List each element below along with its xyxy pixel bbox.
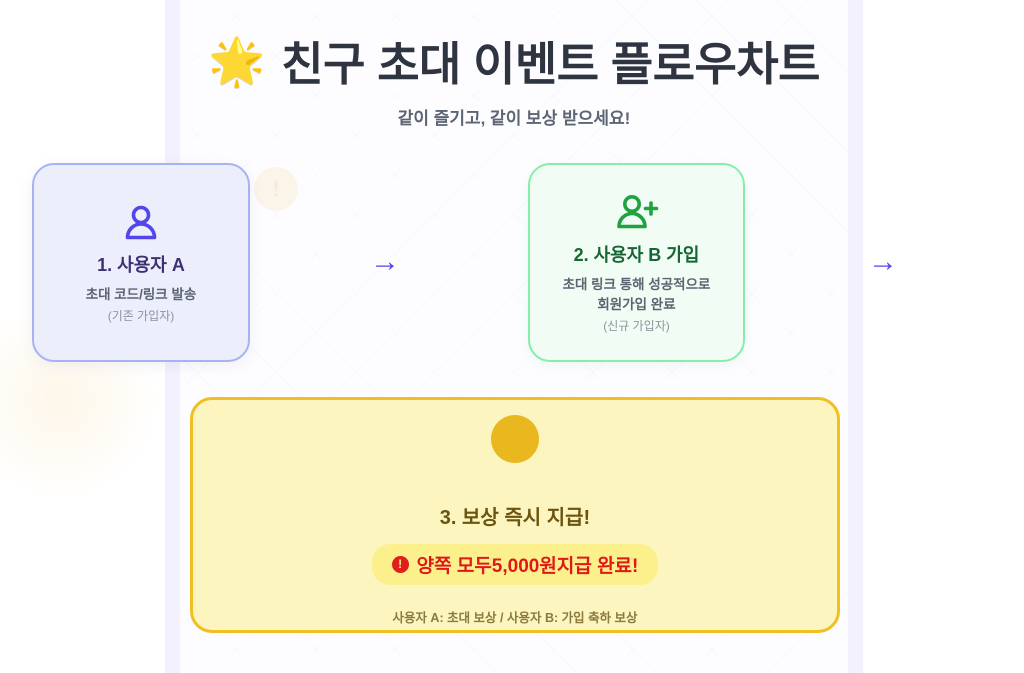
step-card-user-a[interactable]: 1. 사용자 A 초대 코드/링크 발송 (기존 가입자): [32, 163, 250, 362]
page-subtitle: 같이 즐기고, 같이 보상 받으세요!: [397, 109, 631, 128]
glowing-star-emoji: 🌟: [208, 35, 266, 87]
step-card-description: 초대 링크 통해 성공적으로 회원가입 완료: [563, 275, 711, 314]
reward-badge-text: 양쪽 모두5,000원지급 완료!: [416, 556, 639, 577]
user-plus-icon: [613, 191, 661, 235]
step-card-description-line-1: 초대 링크 통해 성공적으로: [562, 276, 711, 292]
user-icon: [119, 201, 163, 245]
page-title: 친구 초대 이벤트 플로우차트: [281, 38, 820, 90]
step-card-user-b[interactable]: 2. 사용자 B 가입 초대 링크 통해 성공적으로 회원가입 완료 (신규 가…: [528, 163, 745, 362]
flow-arrow-2: →: [868, 245, 898, 278]
step-card-note: (기존 가입자): [107, 309, 175, 324]
step-card-title: 2. 사용자 B 가입: [573, 244, 700, 265]
reward-title: 3. 보상 즉시 지급!: [439, 507, 591, 529]
step-card-description: 초대 코드/링크 발송: [85, 286, 197, 302]
ghost-exclamation-badge: !: [254, 167, 298, 211]
exclamation-icon: !: [391, 556, 409, 573]
gold-coin-icon: [491, 415, 539, 463]
reward-badge: ! 양쪽 모두5,000원지급 완료!: [371, 544, 659, 585]
step-card-description-line-2: 회원가입 완료: [597, 296, 676, 312]
reward-card[interactable]: 3. 보상 즉시 지급! ! 양쪽 모두5,000원지급 완료! 사용자 A: …: [190, 397, 840, 633]
step-card-note: (신규 가입자): [603, 319, 670, 334]
step-card-title: 1. 사용자 A: [97, 254, 185, 275]
flow-arrow-1: →: [370, 245, 400, 278]
header: 🌟 친구 초대 이벤트 플로우차트 같이 즐기고, 같이 보상 받으세요!: [180, 28, 848, 129]
reward-footnote: 사용자 A: 초대 보상 / 사용자 B: 가입 축하 보상: [392, 611, 638, 625]
title-row: 🌟 친구 초대 이벤트 플로우차트: [180, 28, 848, 94]
